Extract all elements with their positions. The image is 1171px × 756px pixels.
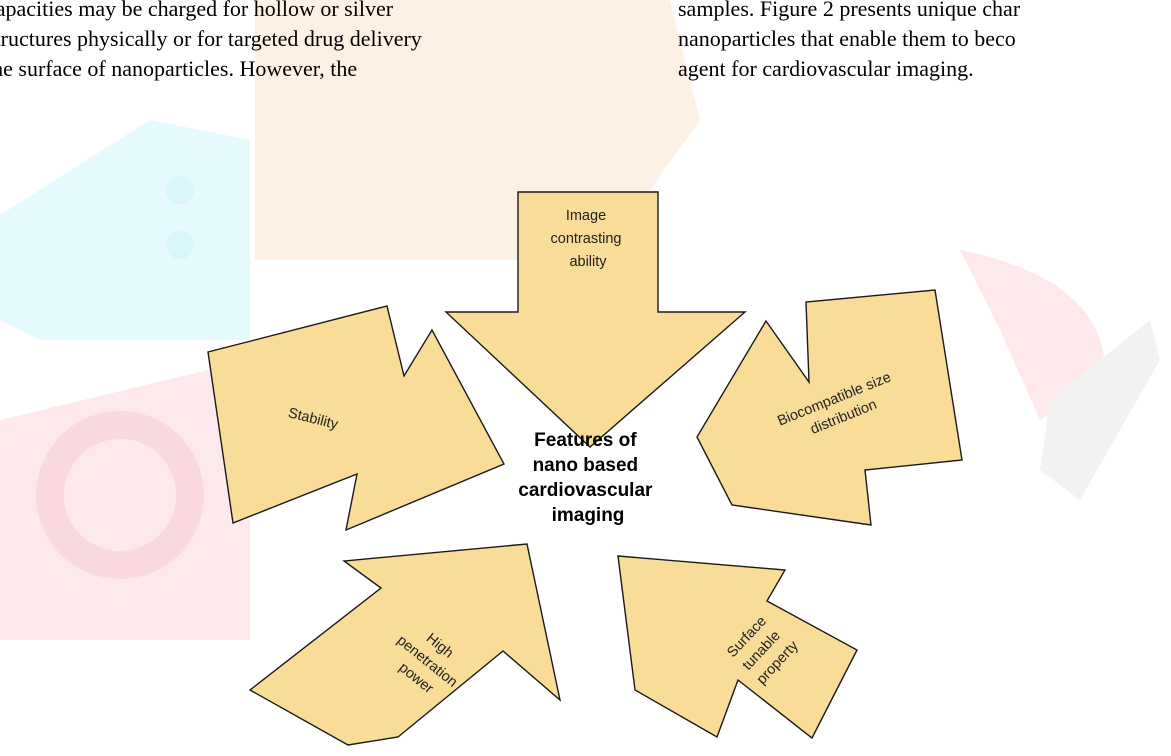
arrow-top-label-line: ability	[569, 254, 607, 270]
watermark-gear	[36, 411, 204, 579]
watermark-cyan-dot	[166, 231, 194, 259]
paragraph-right: samples. Figure 2 presents unique char n…	[678, 0, 1171, 84]
paragraph-left: capacities may be charged for hollow or …	[0, 0, 586, 84]
watermark-pink-shape	[0, 360, 250, 640]
watermark-cyan-shape	[0, 120, 250, 340]
arrow-top	[444, 191, 747, 448]
watermark-red-shape	[960, 250, 1106, 420]
center-label-line: cardiovascular	[518, 480, 653, 501]
arrow-top-label-line: contrasting	[551, 231, 622, 247]
center-label-line: nano based	[533, 455, 639, 476]
paragraph-left-line-3: the surface of nanoparticles. However, t…	[0, 56, 358, 81]
arrow-right	[696, 289, 963, 526]
arrow-bottom-right	[617, 555, 858, 740]
paragraph-right-line-3: agent for cardiovascular imaging.	[678, 56, 974, 81]
paragraph-right-line-2: nanoparticles that enable them to beco	[678, 26, 1016, 51]
center-label-line: Features of	[534, 430, 637, 451]
arrow-top-label-line: Image	[566, 208, 606, 224]
center-label-line: imaging	[552, 505, 625, 526]
watermark-gray-shape	[1040, 320, 1160, 500]
paragraph-left-line-2: structures physically or for targeted dr…	[0, 26, 422, 51]
arrow-left	[207, 305, 505, 532]
arrow-top-label: Image contrasting ability	[551, 208, 626, 270]
center-label: Features of nano based cardiovascular im…	[518, 430, 657, 526]
paragraph-left-line-1: capacities may be charged for hollow or …	[0, 0, 394, 21]
watermark-cyan-dot	[166, 176, 194, 204]
arrow-bottom-left	[248, 543, 562, 746]
paragraph-right-line-1: samples. Figure 2 presents unique char	[678, 0, 1021, 21]
